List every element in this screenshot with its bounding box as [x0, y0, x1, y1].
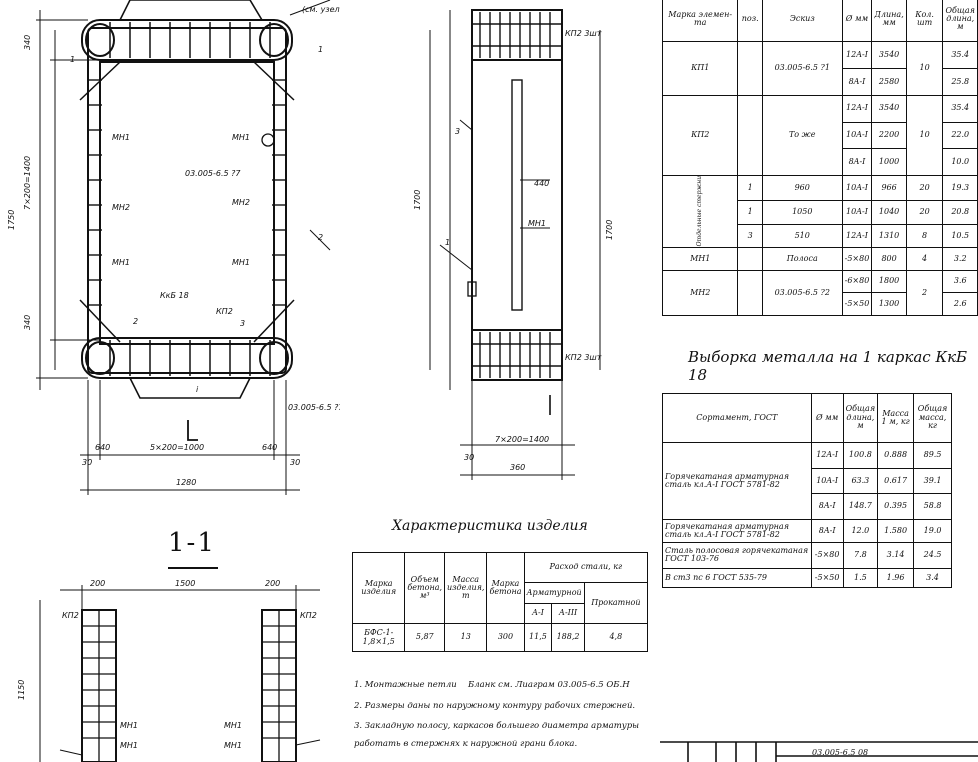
- hdr-mark: Марка элемен-та: [661, 0, 739, 43]
- note-3: 3. Закладную полосу, каркасов большего д…: [354, 721, 640, 731]
- lbl-mn2-b: МН2: [232, 198, 250, 207]
- lbl-ref-1: 03.005-6.5 ?7: [185, 169, 241, 178]
- hdr-len: Длина, мм: [871, 0, 907, 43]
- lbl-kkb18: КкБ 18: [160, 291, 189, 300]
- dim-height: 1750: [7, 210, 16, 230]
- dim-sec3: 200: [265, 579, 280, 588]
- dim-340-a: 340: [23, 35, 32, 50]
- lbl-3: 3: [240, 319, 245, 328]
- row-kp1-sketch: 03.005-6.5 ?1: [761, 41, 843, 96]
- lbl-kn-bot: КП2 3шт: [565, 353, 602, 362]
- dim-right-w: 360: [510, 463, 525, 472]
- char-table: Марка изделия Объем бетона, м³ Масса изд…: [351, 551, 649, 652]
- dim-7x200: 7×200=1400: [23, 156, 32, 210]
- lbl-440: 440: [534, 179, 549, 188]
- lbl-30a: 30: [82, 458, 92, 467]
- lbl-mn1-g: МН1: [224, 721, 242, 730]
- row-mn1-mark: МН1: [661, 247, 739, 271]
- row-sep-mark: Отдельные стержни: [661, 175, 739, 249]
- note-1a: 1. Монтажные петли: [354, 680, 457, 690]
- lbl-mn2-a: МН2: [112, 203, 130, 212]
- lbl-kp-l: КП2: [62, 611, 79, 620]
- row-kp2-mark: КП2: [661, 94, 739, 177]
- lbl-mn1-b: МН1: [232, 133, 250, 142]
- note-1b: Бланк см. Лиаграм 03.005-6.5 ОБ.Н: [468, 680, 630, 690]
- lbl-30c: 30: [464, 453, 474, 462]
- dim-right-h2: 1700: [605, 220, 614, 240]
- lbl-1b: 1: [70, 55, 75, 64]
- lbl-1: 1: [318, 45, 323, 54]
- dim-side-r: 640: [262, 443, 277, 452]
- dim-inner: 5×200=1000: [150, 443, 204, 452]
- dim-side-l: 640: [95, 443, 110, 452]
- note-2: 2. Размеры даны по наружному контуру раб…: [354, 701, 636, 711]
- note-3b: работать в стержнях к наружной грани бло…: [354, 739, 578, 749]
- lbl-2: 2: [133, 317, 138, 326]
- hdr-total: Общая длина, м: [942, 0, 978, 43]
- section-label: 1-1: [168, 528, 216, 558]
- lbl-top-note: (см. узел 4 на чертеже): [302, 5, 340, 14]
- dim-right-w2: 7×200=1400: [495, 435, 549, 444]
- lbl-mn1-a: МН1: [112, 133, 130, 142]
- dim-total-w: 1280: [176, 478, 196, 487]
- lbl-3b: 3: [455, 127, 460, 136]
- lbl-30b: 30: [290, 458, 300, 467]
- lbl-kp2: КП2: [216, 307, 233, 316]
- lbl-mn1-f: МН1: [120, 721, 138, 730]
- section-drawing: 1500 200 200 1150 МН1 МН1 МН1 МН1 КП2 КП…: [17, 567, 321, 762]
- hdr-pos: поз.: [737, 0, 763, 43]
- lbl-kp-r: КП2: [300, 611, 317, 620]
- row-kp2-sketch: То же: [761, 94, 843, 177]
- title-block: [660, 741, 978, 762]
- char-title: Характеристика изделия: [392, 518, 588, 534]
- lbl-2b: 2: [318, 233, 323, 242]
- lbl-ref-2: 03.005-6.5 ?7: [288, 403, 340, 412]
- hdr-sketch: Эскиз: [761, 0, 843, 43]
- metal-table: Сортамент, ГОСТ Ø мм Общая длина, м Масс…: [662, 392, 952, 589]
- lbl-i: i: [196, 385, 199, 394]
- dim-sec: 1500: [175, 579, 195, 588]
- dim-sec2: 200: [90, 579, 105, 588]
- hdr-diam: Ø мм: [841, 0, 873, 43]
- elevation-drawing: 1700 1700 360 7×200=1400 440 МН1 КП2 3шт…: [413, 9, 614, 480]
- lbl-mn1-h: МН1: [120, 741, 138, 750]
- hdr-qty: Кол. шт: [905, 0, 944, 43]
- lbl-kn-top: КП2 3шт: [565, 29, 602, 38]
- lbl-mn1-d: МН1: [232, 258, 250, 267]
- dim-340-b: 340: [23, 315, 32, 330]
- lbl-mn1-c: МН1: [112, 258, 130, 267]
- row-mn2-mark: МН2: [661, 269, 739, 317]
- plan-drawing: 1750 7×200=1400 340 340 5×200=1000 1280 …: [7, 0, 340, 495]
- lbl-1c: 1: [445, 238, 450, 247]
- lbl-mn1-e: МН1: [528, 219, 546, 228]
- lbl-mn1-i: МН1: [224, 741, 242, 750]
- dim-sec-h: 1150: [17, 680, 26, 700]
- row-kp1-mark: КП1: [661, 41, 739, 96]
- metal-title: Выборка металла на 1 каркас КкБ 18: [688, 348, 968, 384]
- spec-table: Марка элемен-та поз. Эскиз Ø мм Длина, м…: [661, 0, 978, 317]
- dim-right-h: 1700: [413, 190, 422, 210]
- stamp-code: 03.005-6.5 08: [812, 748, 869, 757]
